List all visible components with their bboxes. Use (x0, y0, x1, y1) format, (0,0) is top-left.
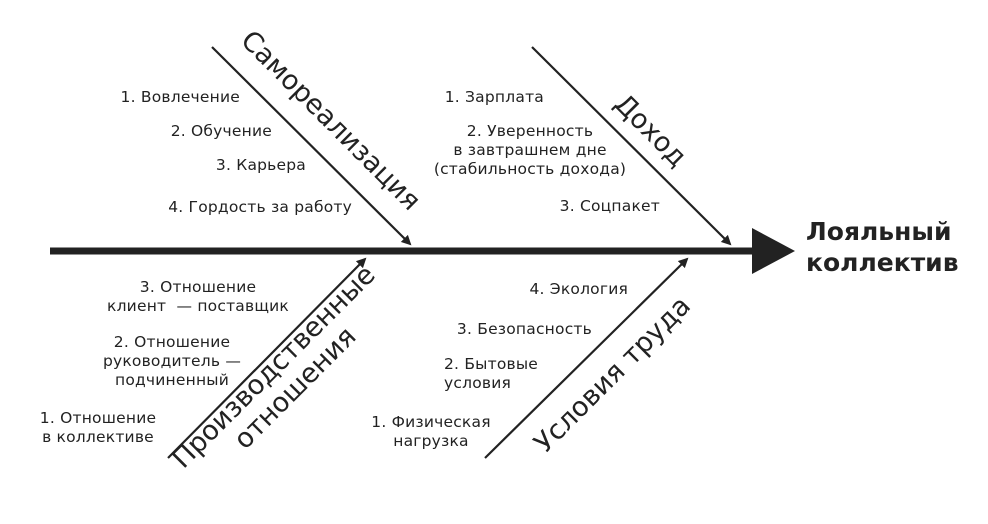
self-realization-item-3: 3. Карьера (215, 156, 306, 174)
income-item-1: 1. Зарплата (444, 88, 544, 106)
conditions-item-4: 4. Экология (529, 280, 628, 298)
income-bone (531, 46, 732, 246)
relations-bone (167, 257, 367, 459)
relations-item-2: 2. Отношение руководитель — подчиненный (102, 333, 242, 389)
conditions-item-2: 2. Бытовые условия (444, 355, 539, 392)
self-realization-bone (211, 46, 412, 246)
result-label: Лояльный коллектив (806, 217, 959, 277)
conditions-item-1: 1. Физическая нагрузка (371, 413, 491, 450)
spine-arrowhead (752, 228, 795, 274)
relations-item-1: 1. Отношение в коллективе (39, 409, 157, 446)
income-item-3: 3. Соцпакет (559, 197, 660, 215)
relations-item-3: 3. Отношение клиент — поставщик (107, 278, 289, 315)
self-realization-item-4: 4. Гордость за работу (168, 198, 352, 216)
conditions-bone (484, 257, 689, 459)
self-realization-item-2: 2. Обучение (170, 122, 272, 140)
income-item-2: 2. Уверенность в завтрашнем дне (стабиль… (433, 122, 627, 178)
conditions-item-3: 3. Безопасность (456, 320, 592, 338)
self-realization-item-1: 1. Вовлечение (120, 88, 240, 106)
